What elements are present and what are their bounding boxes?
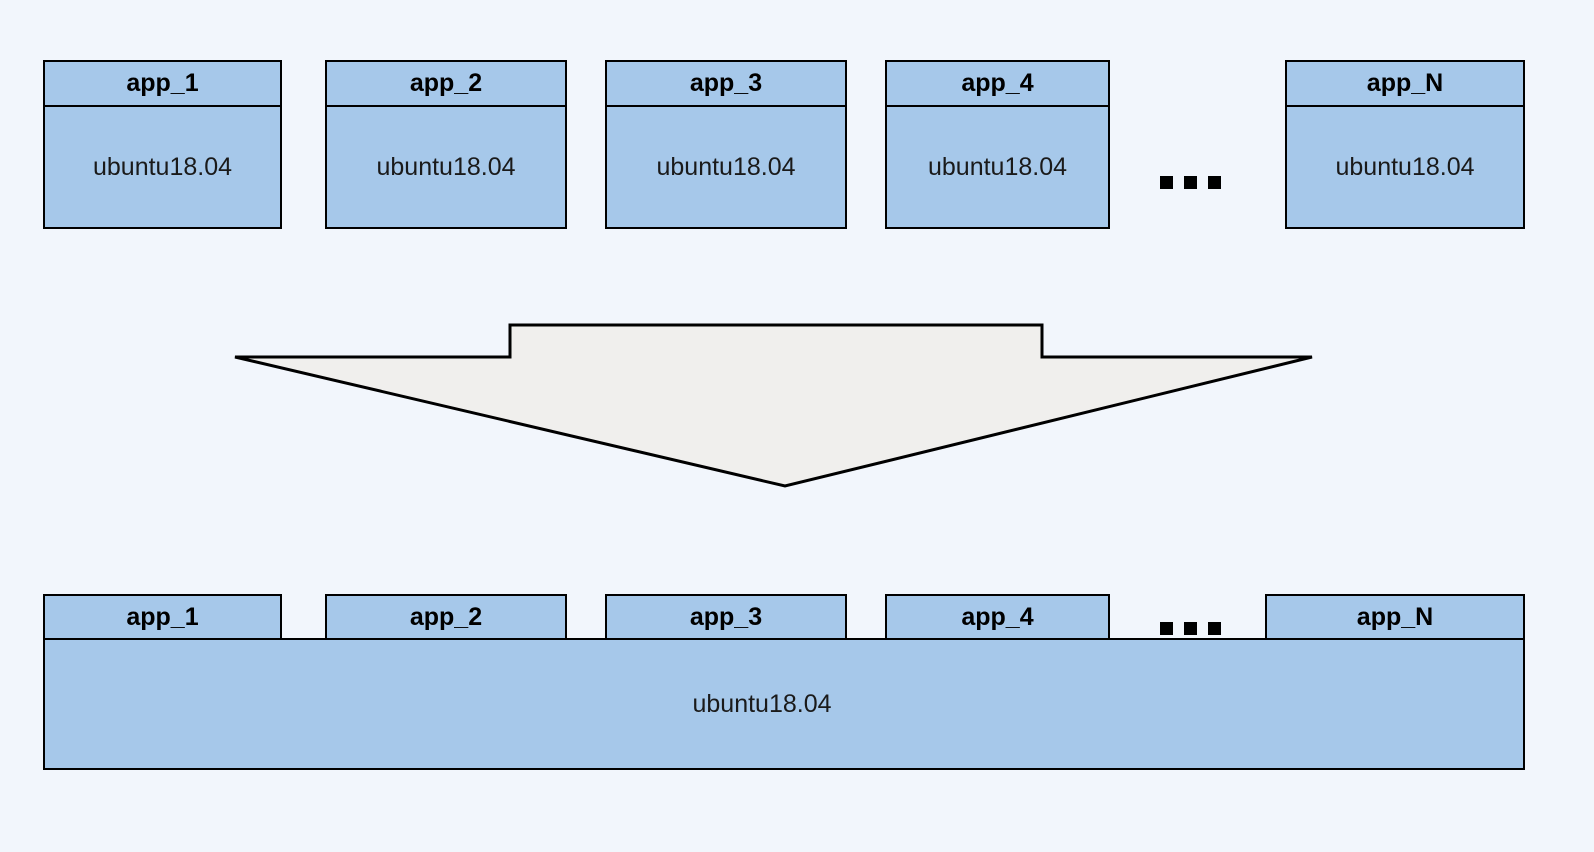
vm-box-app-2-os: ubuntu18.04 xyxy=(376,152,516,181)
vm-box-app-1-title: app_1 xyxy=(45,62,280,107)
vm-box-app-4-os: ubuntu18.04 xyxy=(927,152,1068,181)
container-header-app-3: app_3 xyxy=(605,594,847,640)
vm-box-app-n-os: ubuntu18.04 xyxy=(1335,152,1475,181)
container-header-app-2: app_2 xyxy=(325,594,567,640)
down-arrow-icon xyxy=(234,323,1313,488)
container-header-app-2-label: app_2 xyxy=(409,602,483,631)
ellipsis-dot xyxy=(1207,621,1221,635)
vm-box-app-4-title: app_4 xyxy=(887,62,1108,107)
container-header-app-n: app_N xyxy=(1265,594,1525,640)
ellipsis-dot xyxy=(1207,175,1221,189)
shared-os-label: ubuntu18.04 xyxy=(692,689,832,718)
ellipsis-dot xyxy=(1183,175,1197,189)
vm-box-app-n-title: app_N xyxy=(1287,62,1523,107)
vm-box-app-1-os: ubuntu18.04 xyxy=(92,152,233,181)
ellipsis-dot xyxy=(1183,621,1197,635)
shared-os-base: ubuntu18.04 xyxy=(43,638,1525,770)
vm-box-app-3-title: app_3 xyxy=(607,62,845,107)
bottom-row-ellipsis-icon xyxy=(1150,616,1230,640)
vm-box-app-4: app_4 ubuntu18.04 xyxy=(885,60,1110,229)
container-header-app-3-label: app_3 xyxy=(689,602,763,631)
vm-box-app-1: app_1 ubuntu18.04 xyxy=(43,60,282,229)
vm-box-app-n: app_N ubuntu18.04 xyxy=(1285,60,1525,229)
container-header-app-n-label: app_N xyxy=(1356,602,1434,631)
vm-box-app-3-os: ubuntu18.04 xyxy=(656,152,796,181)
container-header-app-1-label: app_1 xyxy=(126,602,199,631)
ellipsis-dot xyxy=(1159,621,1173,635)
top-row-ellipsis-icon xyxy=(1150,170,1230,194)
container-header-app-4: app_4 xyxy=(885,594,1110,640)
container-header-app-1: app_1 xyxy=(43,594,282,640)
vm-box-app-3: app_3 ubuntu18.04 xyxy=(605,60,847,229)
ellipsis-dot xyxy=(1159,175,1173,189)
vm-box-app-2: app_2 ubuntu18.04 xyxy=(325,60,567,229)
container-header-app-4-label: app_4 xyxy=(961,602,1034,631)
vm-box-app-2-title: app_2 xyxy=(327,62,565,107)
down-arrow xyxy=(225,315,1325,500)
